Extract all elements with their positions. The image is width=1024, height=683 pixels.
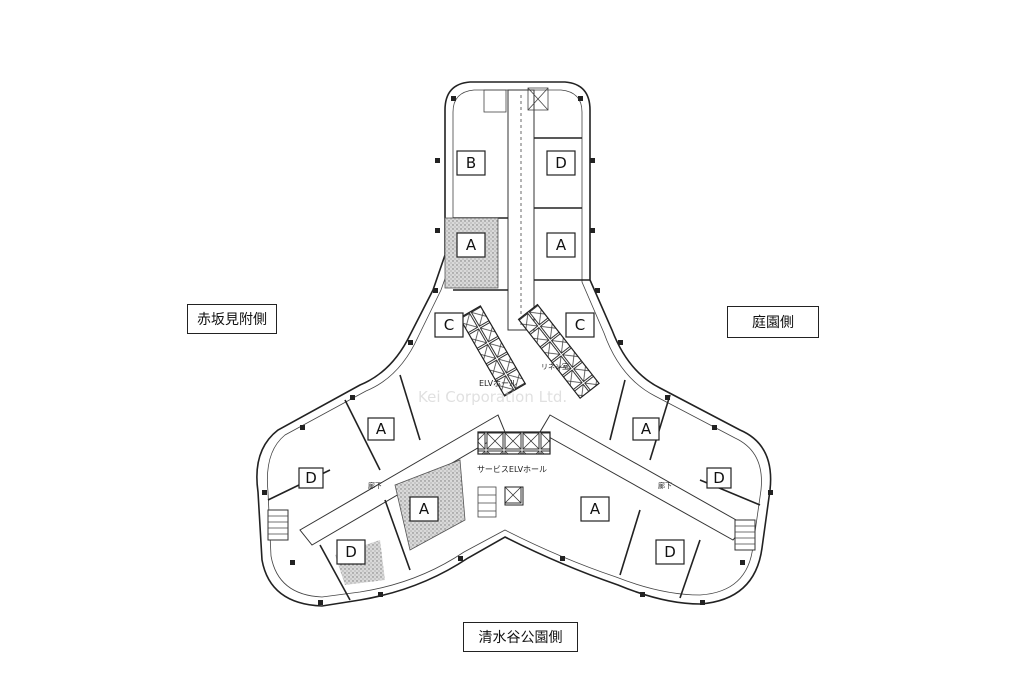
unit-a-north-right: A xyxy=(546,232,576,258)
elv-hall-label: ELVホール xyxy=(479,379,517,388)
svg-text:A: A xyxy=(419,500,430,518)
label-shimizudani-side: 清水谷公園側 xyxy=(463,622,578,652)
service-elevator-bank xyxy=(477,431,551,455)
unit-d-west-small: D xyxy=(298,467,324,489)
watermark: Kei Corporation Ltd. xyxy=(418,388,567,406)
svg-text:C: C xyxy=(575,316,585,334)
west-corridor xyxy=(299,414,506,546)
building-outline-inner xyxy=(267,89,762,598)
unit-d-east-small: D xyxy=(706,467,732,489)
elevator-bank-right xyxy=(517,303,600,400)
unit-c-north-right: C xyxy=(565,312,595,338)
unit-a-east: A xyxy=(632,417,660,441)
svg-text:D: D xyxy=(345,543,357,561)
unit-d-north: D xyxy=(546,150,576,176)
unit-a-west: A xyxy=(367,417,395,441)
unit-b-north: B xyxy=(456,150,486,176)
svg-text:A: A xyxy=(556,236,567,254)
stair-east xyxy=(734,519,756,551)
unit-d-west: D xyxy=(336,539,366,565)
unit-c-north-left: C xyxy=(434,312,464,338)
corridor-label-west: 廊下 xyxy=(368,481,382,490)
svg-text:A: A xyxy=(641,420,652,438)
svg-text:D: D xyxy=(713,469,725,487)
svg-text:A: A xyxy=(376,420,387,438)
unit-a-west-large: A xyxy=(409,496,439,522)
east-corridor xyxy=(539,414,746,541)
label-akasaka-side: 赤坂見附側 xyxy=(187,304,277,334)
elevator-bank-left xyxy=(458,305,527,397)
corridor-label-east: 廊下 xyxy=(658,481,672,490)
svg-text:C: C xyxy=(444,316,454,334)
unit-a-north-left: A xyxy=(456,232,486,258)
unit-d-east: D xyxy=(655,539,685,565)
structural-columns xyxy=(262,96,773,605)
svg-text:B: B xyxy=(466,154,476,172)
svg-text:D: D xyxy=(555,154,567,172)
svg-text:D: D xyxy=(305,469,317,487)
unit-a-east-lower: A xyxy=(580,496,610,522)
svg-text:D: D xyxy=(664,543,676,561)
freight-elevator xyxy=(504,486,524,506)
label-garden-side: 庭園側 xyxy=(727,306,819,338)
service-elv-hall-label: サービスELVホール xyxy=(477,465,547,474)
svg-text:A: A xyxy=(590,500,601,518)
stair-west xyxy=(267,509,289,541)
svg-text:A: A xyxy=(466,236,477,254)
linen-room-label: リネン室 xyxy=(541,362,569,371)
building-outline xyxy=(256,81,772,607)
